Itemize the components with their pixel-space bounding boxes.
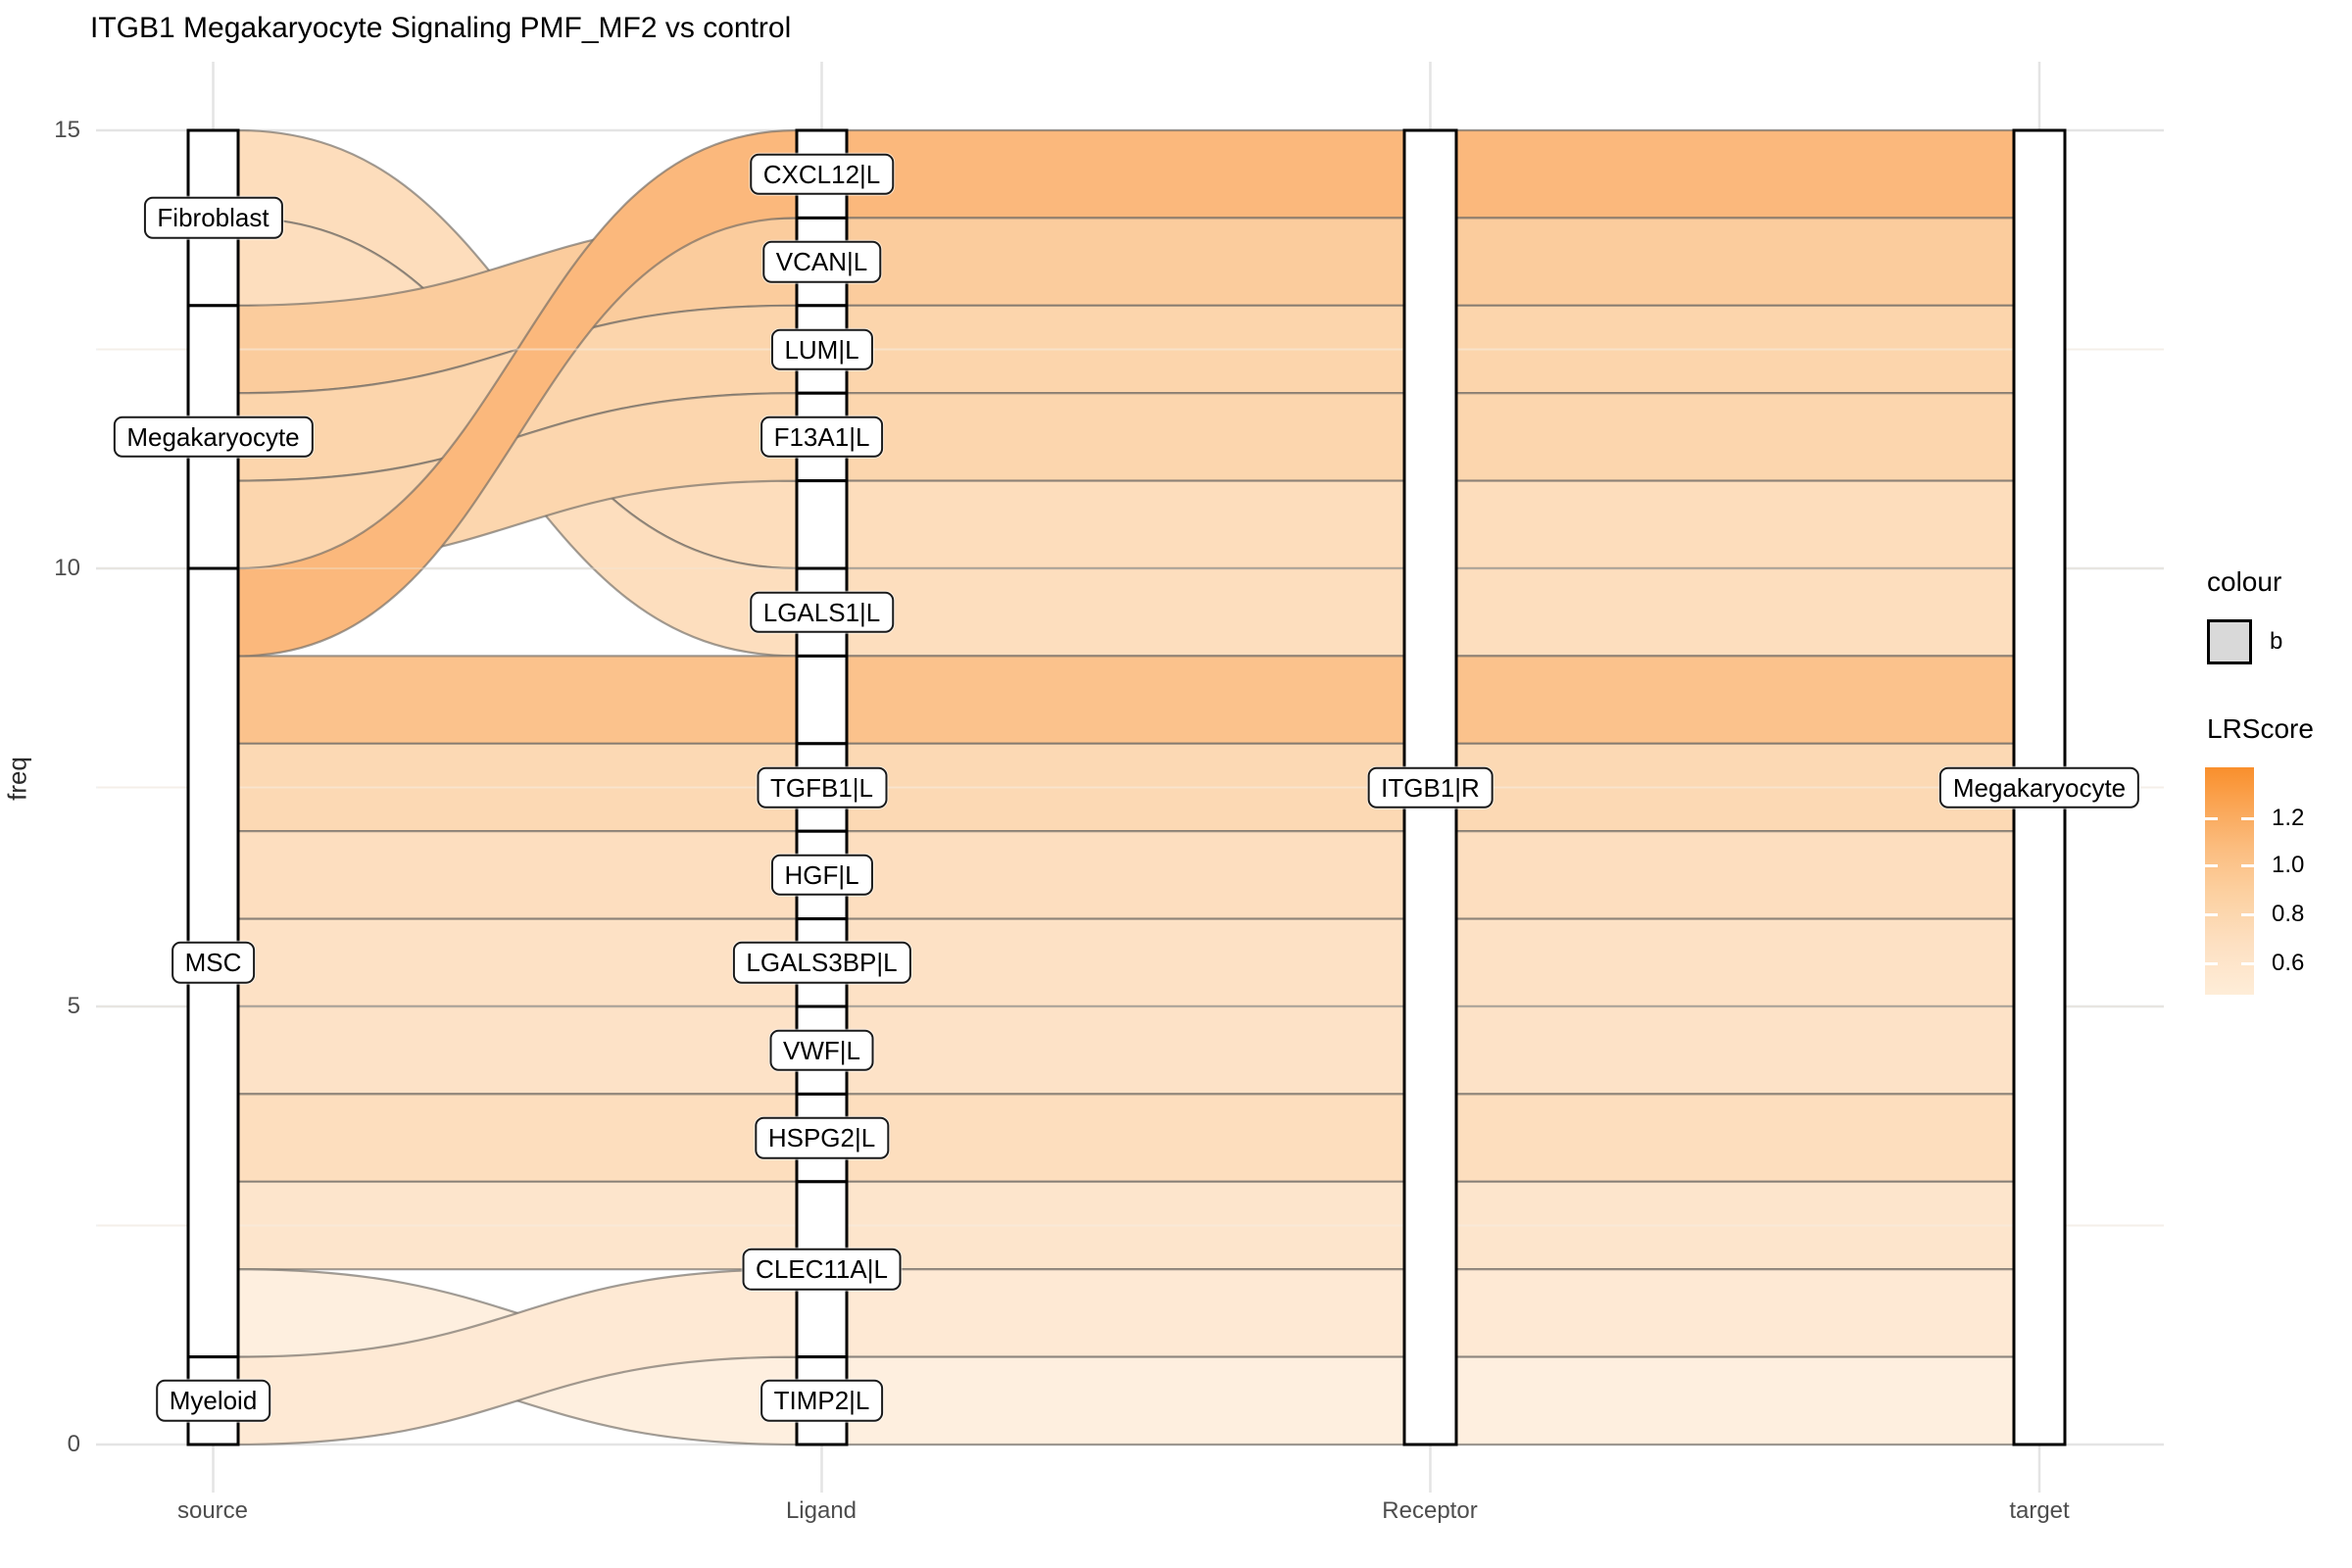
band-lgals3bp — [845, 917, 1406, 1008]
band-vwf — [845, 1004, 1406, 1096]
band-unlabeled-a — [845, 479, 1406, 570]
label-ligand-timp2: TIMP2|L — [760, 1380, 884, 1422]
label-ligand-clec11a: CLEC11A|L — [742, 1248, 902, 1291]
label-ligand-lgals3bp: LGALS3BP|L — [732, 942, 911, 984]
label-source-myeloid: Myeloid — [155, 1380, 271, 1422]
band-f13a1 — [845, 392, 1406, 482]
gradient-tick-mark — [2205, 816, 2218, 820]
plot-title: ITGB1 Megakaryocyte Signaling PMF_MF2 vs… — [90, 12, 792, 44]
flow-ribbon-msc-lgals3bp — [236, 917, 799, 1008]
gradient-tick-mark — [2205, 912, 2218, 916]
band-lgals1 — [1454, 566, 2016, 658]
y-tick-10: 10 — [54, 555, 80, 581]
band-vwf — [1454, 1004, 2016, 1096]
band-timp2 — [845, 1355, 1406, 1446]
label-target-megakaryocyte: Megakaryocyte — [1938, 766, 2140, 808]
flows-source-to-ligand — [236, 128, 799, 1446]
label-ligand-lum: LUM|L — [770, 328, 873, 370]
stratum-ligand-unlabeled-a — [795, 479, 849, 570]
band-vcan — [845, 217, 1406, 307]
label-ligand-tgfb1: TGFB1|L — [756, 766, 888, 808]
x-tick-source: source — [176, 1497, 249, 1524]
band-hspg2 — [845, 1093, 1406, 1183]
gradient-tick-mark — [2205, 863, 2218, 867]
label-ligand-vwf: VWF|L — [769, 1029, 874, 1071]
y-tick-0: 0 — [67, 1431, 80, 1457]
lrscore-tick-1_0: 1.0 — [2272, 852, 2305, 878]
band-hspg2 — [1454, 1093, 2016, 1183]
band-cxcl12 — [845, 128, 1406, 220]
band-hgf — [1454, 830, 2016, 920]
band-clec11a-lower — [1454, 1268, 2016, 1358]
y-tick-5: 5 — [67, 993, 80, 1019]
band-hgf — [845, 830, 1406, 920]
label-source-megakaryocyte: Megakaryocyte — [113, 416, 314, 459]
band-lgals3bp — [1454, 917, 2016, 1008]
band-clec11a-lower — [845, 1268, 1406, 1358]
flow-ribbon-msc-hgf — [236, 830, 799, 920]
label-ligand-cxcl12: CXCL12|L — [749, 153, 895, 195]
label-ligand-vcan: VCAN|L — [761, 240, 882, 283]
label-ligand-lgals1: LGALS1|L — [749, 591, 895, 633]
band-f13a1 — [1454, 392, 2016, 482]
gradient-tick-mark — [2241, 961, 2254, 965]
gradient-tick-mark — [2241, 912, 2254, 916]
label-source-msc: MSC — [171, 942, 256, 984]
legend-colour-item-label: b — [2270, 628, 2283, 655]
legend-lrscore-title: LRScore — [2207, 713, 2314, 744]
flow-ribbon-msc-unlabeled — [236, 655, 799, 745]
band-lgals1 — [845, 566, 1406, 658]
lrscore-tick-0_6: 0.6 — [2272, 950, 2305, 976]
band-unlabeled-b — [1454, 655, 2016, 745]
flow-ribbon-msc-hspg2 — [236, 1093, 799, 1183]
band-vcan — [1454, 217, 2016, 307]
x-tick-ligand: Ligand — [785, 1497, 858, 1524]
band-cxcl12 — [1454, 128, 2016, 220]
gradient-tick-mark — [2241, 863, 2254, 867]
x-tick-receptor: Receptor — [1382, 1497, 1478, 1524]
flow-ribbon-msc-vwf — [236, 1004, 799, 1096]
band-unlabeled-a — [1454, 479, 2016, 570]
legend-colour-title: colour — [2207, 566, 2282, 597]
label-source-fibroblast: Fibroblast — [143, 197, 283, 239]
lrscore-gradient-bar — [2205, 767, 2254, 995]
band-unlabeled-b — [845, 655, 1406, 745]
label-receptor-itgb1: ITGB1|R — [1367, 766, 1494, 808]
gradient-tick-mark — [2241, 816, 2254, 820]
lrscore-tick-1_2: 1.2 — [2272, 805, 2305, 831]
band-timp2 — [1454, 1355, 2016, 1446]
label-ligand-f13a1: F13A1|L — [760, 416, 884, 459]
gradient-tick-mark — [2205, 961, 2218, 965]
legend-colour-swatch — [2207, 619, 2252, 664]
y-tick-15: 15 — [54, 117, 80, 143]
label-ligand-hgf: HGF|L — [770, 854, 873, 897]
gridline-overlay — [98, 348, 2164, 1227]
x-tick-target: target — [2009, 1497, 2070, 1524]
stratum-ligand-unlabeled-b — [795, 654, 849, 746]
label-ligand-hspg2: HSPG2|L — [754, 1116, 890, 1159]
lrscore-tick-0_8: 0.8 — [2272, 901, 2305, 927]
